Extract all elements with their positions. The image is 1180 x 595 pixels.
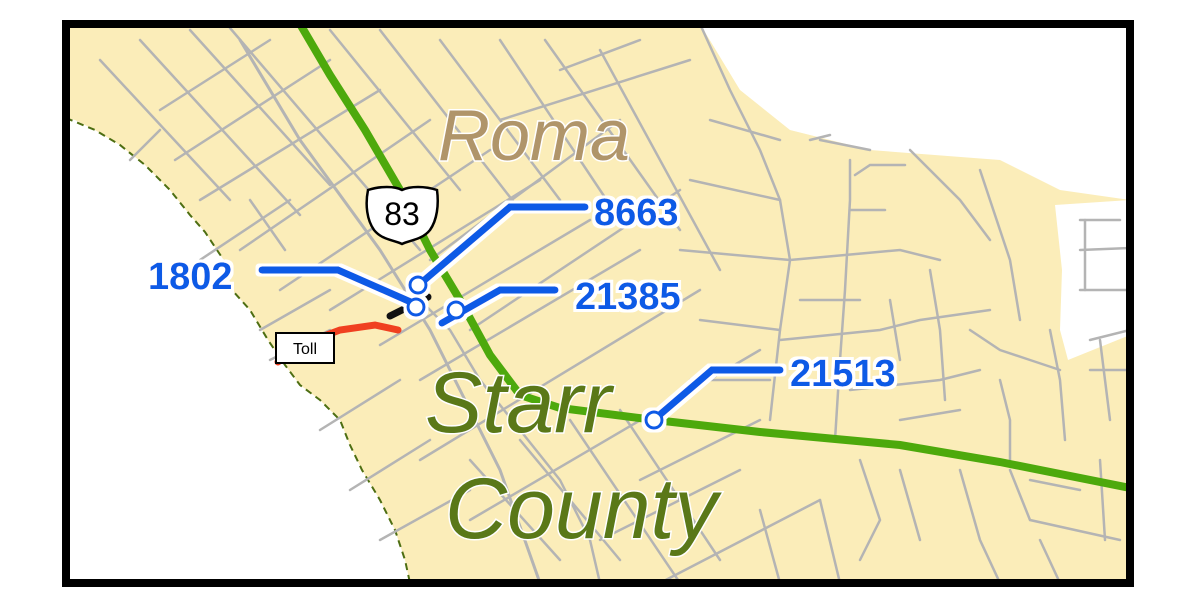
callout-21513[interactable]: 21513 <box>644 353 896 430</box>
highway-83 <box>296 24 1130 492</box>
callout-21385-label[interactable]: 21385 <box>575 276 681 318</box>
county-label-line1: Starr <box>425 355 615 451</box>
street-network <box>98 24 1130 583</box>
map-frame <box>62 20 1134 587</box>
county-label-line2: County <box>445 461 722 557</box>
callout-1802-marker[interactable] <box>406 297 426 317</box>
callout-21513-label[interactable]: 21513 <box>790 353 896 395</box>
us-route-shield-icon: 83 <box>365 185 439 246</box>
toll-label: Toll <box>293 341 317 358</box>
callout-1802-label[interactable]: 1802 <box>148 256 233 298</box>
route-shield-number: 83 <box>384 196 420 232</box>
callout-1802[interactable]: 1802 <box>148 256 426 317</box>
city-label: Roma <box>438 96 630 176</box>
callout-8663-label[interactable]: 8663 <box>594 192 679 234</box>
non-land-block <box>1055 200 1130 360</box>
toll-label-box: Toll <box>275 332 335 364</box>
callout-8663-marker[interactable] <box>408 275 428 295</box>
callout-8663[interactable]: 8663 <box>408 192 679 295</box>
callout-21513-marker[interactable] <box>644 410 664 430</box>
county-boundary <box>66 117 411 583</box>
callout-21385-marker[interactable] <box>446 300 466 320</box>
callout-21385[interactable]: 21385 <box>438 276 681 327</box>
